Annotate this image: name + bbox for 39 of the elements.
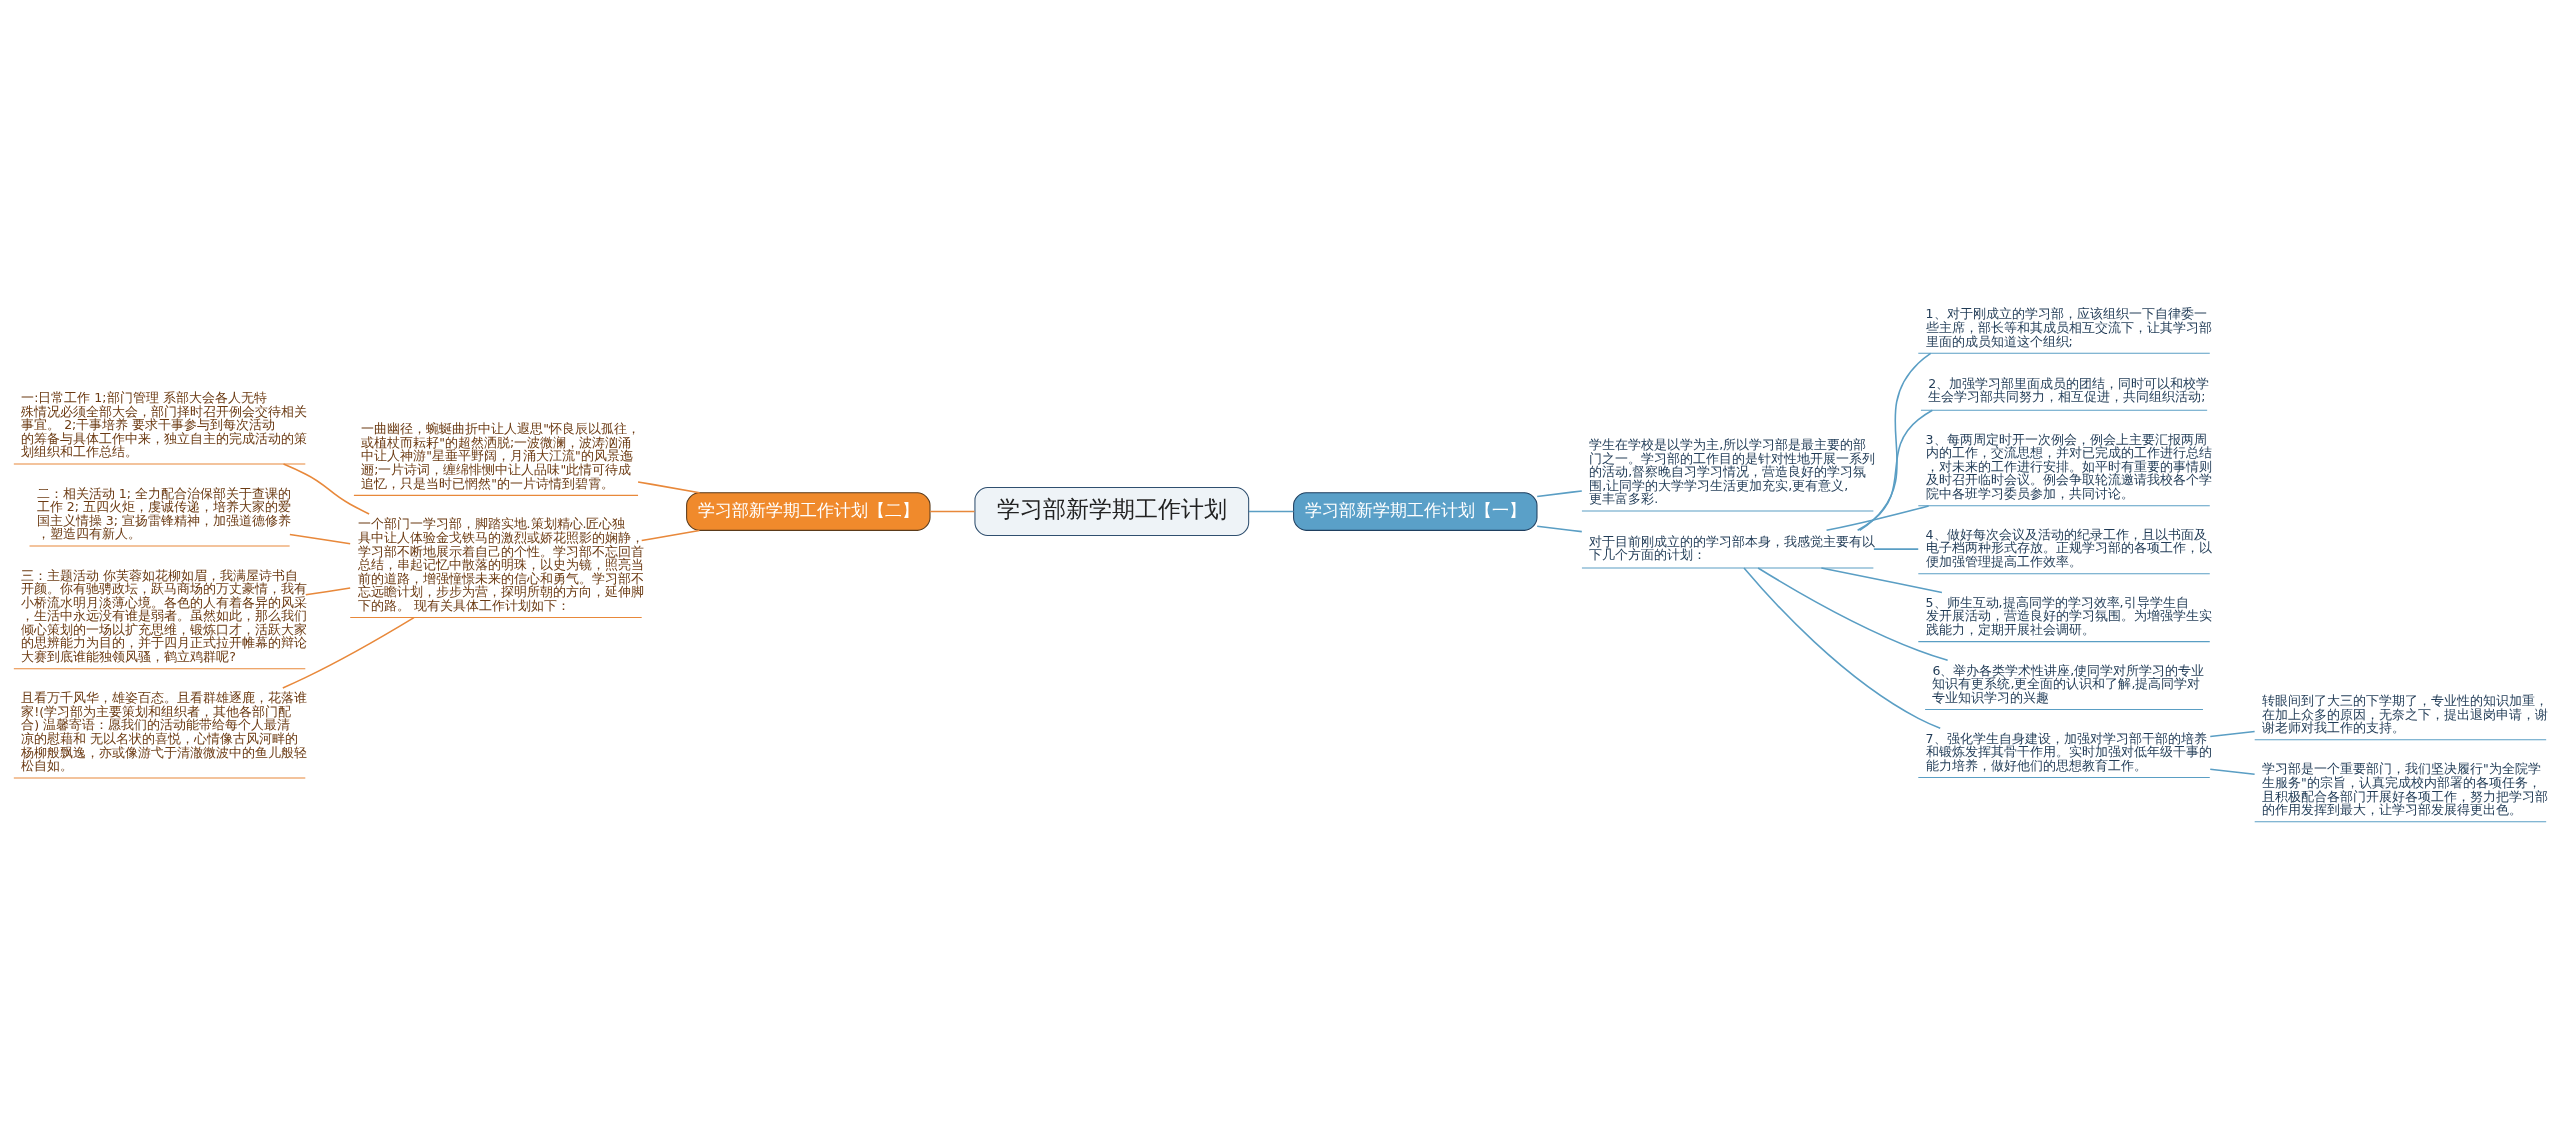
node-text: 1、对于刚成立的学习部，应该组织一下自律委一些主席，部长等和其成员相互交流下，让其学习部里面的成员知道这个组织; <box>1925 305 2212 349</box>
node-text: 学生在学校是以学为主,所以学习部是最主要的部门之一。学习部的工作目的是针对性地开展一系列的活动,督察晚自习学习情况，营造良好的学习氛围,让同学的大学学习生活更加充实,更有意义,更丰富多彩. <box>1589 436 1876 506</box>
connector <box>282 616 415 689</box>
connector <box>1536 524 1583 532</box>
node-text: 对于目前刚成立的的学习部本身，我感觉主要有以下几个方面的计划： <box>1589 533 1876 562</box>
connector <box>1248 510 1295 512</box>
node-text: 一个部门一学习部，脚踏实地.策划精心.匠心独具中让人体验金戈铁马的激烈或娇花照影的娴静，学习部不断地展示着自己的个性。学习部不忘回首总结，串起记忆中散落的明珠，以史为镜，照亮当前的道路，增强憧憬未来的信心和勇气。学习部不忘远瞻计划，步步为营，探明所朝的方向，延伸脚下的路。 现有关具体工作计划如下： <box>357 515 644 613</box>
node-text: 3、每两周定时开一次例会，例会上主要汇报两周内的工作，交流思想，并对已完成的工作进行总结，对未来的工作进行安排。如平时有重要的事情则及时召开临时会议。例会争取轮流邀请我校各个学院中各班学习委员参加，共同讨论。 <box>1925 431 2212 501</box>
node-text: 学习部是一个重要部门，我们坚决履行"为全院学生服务"的宗旨，认真完成校内部署的各项任务，且积极配合各部门开展好各项工作，努力把学习部的作用发挥到最大，让学习部发展得更出色。 <box>2262 760 2549 817</box>
connector <box>1873 547 1919 550</box>
node-text: 4、做好每次会议及活动的纪录工作，且以书面及电子档两种形式存放。正规学习部的各项工作，以便加强管理提高工作效率。 <box>1925 526 2212 569</box>
node-text: 转眼间到了大三的下学期了，专业性的知识加重，在加上众多的原因，无奈之下，提出退岗申请，谢谢老师对我工作的支持。 <box>2262 692 2549 735</box>
connector <box>1858 352 1932 531</box>
node-text: 一曲幽径，蜿蜒曲折中让人遐思"怀良辰以孤往，或植杖而耘耔"的超然洒脱;一波微澜，波涛汹涌中让人神游"星垂平野阔，月涌大江流"的风景迤逦;一片诗词，缠绵悱恻中让人品味"此情可待成追忆，只是当时已惘然"的一片诗情到碧霄。 <box>361 420 640 491</box>
node-text: 一:日常工作 1;部门管理 系部大会各人无特殊情况必须全部大会，部门择时召开例会交待相关事宜。 2;干事培养 要求干事参与到每次活动的筹备与具体工作中来，独立自主的完成活动的策划组织和工作总结。 <box>21 389 308 459</box>
connector <box>289 533 351 544</box>
node-box: 学习部新学期工作计划【二】 <box>686 491 931 531</box>
connector <box>282 462 370 515</box>
connector <box>637 480 701 493</box>
connector <box>1825 504 1930 531</box>
connector <box>640 529 701 541</box>
connector <box>305 586 351 596</box>
node-text: 6、举办各类学术性讲座,使同学对所学习的专业知识有更系统,更全面的认识和了解,提高同学对专业知识学习的兴趣 <box>1932 662 2205 705</box>
connector <box>1820 566 1943 593</box>
node-text: 7、强化学生自身建设，加强对学习部干部的培养和锻炼发挥其骨干作用。实时加强对低年级干事的能力培养，做好他们的思想教育工作。 <box>1925 730 2212 773</box>
connector <box>2209 730 2256 737</box>
node-text: 5、师生互动,提高同学的学习效率,引导学生自发开展活动，营造良好的学习氛围。为增强学生实践能力，定期开展社会调研。 <box>1925 594 2212 637</box>
node-text: 且看万千风华，雄姿百态。且看群雄逐鹿，花落谁家!(学习部为主要策划和组织者，其他各部门配合) 温馨寄语：愿我们的活动能带给每个人最清凉的慰藉和 无以名状的喜悦，心情像古风河畔的杨柳般飘逸，亦或像游弋于清澈微波中的鱼儿般轻松自如。 <box>21 689 308 773</box>
connector <box>1743 566 1941 729</box>
node-text: 三：主题活动 你芙蓉如花柳如眉，我满屋诗书自开颜。你有驰骋政坛，跃马商场的万丈豪情，我有小桥流水明月淡薄心境。各色的人有着各异的风采，生活中永远没有谁是弱者。虽然如此，那么我们倾心策划的一场以扩充思维，锻炼口才，活跃大家的思辨能力为目的，并于四月正式拉开帷幕的辩论大赛到底谁能独领风骚，鹤立鸡群呢? <box>21 567 308 664</box>
node-box: 学习部新学期工作计划【一】 <box>1293 491 1538 531</box>
connector <box>1757 566 1949 661</box>
node-text: 二：相关活动 1; 全力配合治保部关于查课的工作 2; 五四火炬，虔诚传递，培养大家的爱国主义情操 3; 宣扬雷锋精神，加强道德修养，塑造四有新人。 <box>36 485 291 541</box>
node-box: 学习部新学期工作计划 <box>974 486 1250 536</box>
connector <box>1856 408 1934 531</box>
connector <box>2209 767 2256 775</box>
connector <box>929 510 976 512</box>
node-text: 2、加强学习部里面成员的团结，同时可以和校学生会学习部共同努力，相互促进，共同组织活动; <box>1928 375 2210 404</box>
connector <box>1536 489 1583 497</box>
